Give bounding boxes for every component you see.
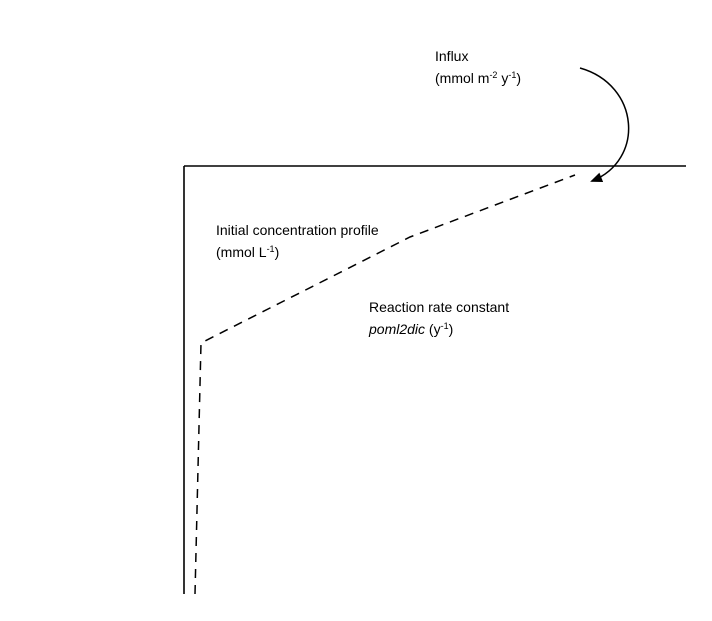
influx-title: Influx	[435, 48, 469, 64]
influx-arrow	[579, 67, 630, 182]
reaction-rate-unit: poml2dic (y-1)	[369, 321, 454, 337]
initial-profile-label: Initial concentration profile (mmol L-1)	[216, 219, 379, 263]
reaction-rate-label: Reaction rate constant poml2dic (y-1)	[369, 296, 509, 340]
initial-profile-unit: (mmol L-1)	[216, 244, 280, 260]
reaction-rate-title: Reaction rate constant	[369, 299, 510, 315]
influx-label: Influx (mmol m-2 y-1)	[435, 45, 521, 89]
initial-profile-title: Initial concentration profile	[216, 222, 379, 238]
concentration-profile-dashed	[194, 174, 576, 595]
influx-unit: (mmol m-2 y-1)	[435, 70, 522, 86]
